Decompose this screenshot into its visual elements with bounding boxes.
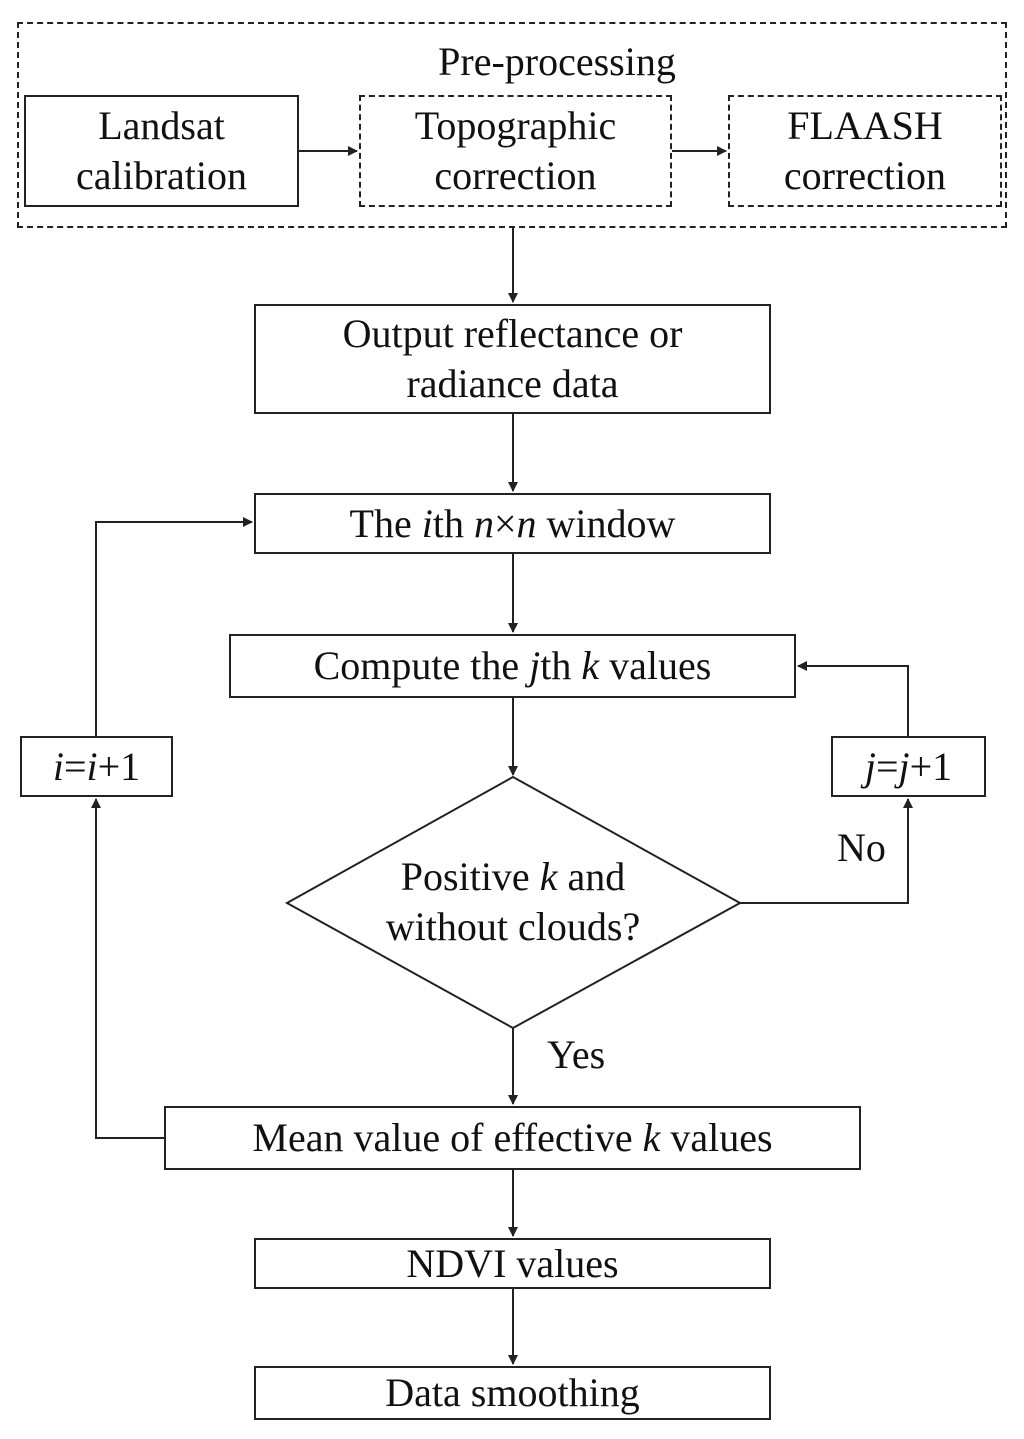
landsat-line-1: Landsat — [98, 103, 225, 148]
landsat-calibration-box: Landsat calibration — [24, 95, 299, 207]
increment-j-box: j=j+1 — [831, 736, 986, 797]
data-smoothing-box: Data smoothing — [254, 1366, 771, 1420]
landsat-line-2: calibration — [75, 153, 248, 198]
compute-label: Compute the jth k values — [313, 643, 712, 688]
yes-branch-label: Yes — [547, 1032, 606, 1077]
mean-label: Mean value of effective k values — [252, 1115, 773, 1160]
decision-text: Positive k and without clouds? — [313, 852, 713, 952]
arrow-decision-no-to-increment-j — [740, 798, 913, 904]
smoothing-label: Data smoothing — [385, 1370, 640, 1415]
increment-j-label: j=j+1 — [864, 743, 953, 789]
output-data-box: Output reflectance or radiance data — [254, 304, 771, 414]
decision-line-2: without clouds? — [385, 904, 641, 949]
ndvi-values-box: NDVI values — [254, 1238, 771, 1289]
preprocessing-title: Pre-processing — [438, 39, 676, 84]
arrow-mean-to-increment-i — [91, 798, 164, 1139]
topographic-line-1: Topographic — [414, 103, 617, 148]
no-branch-label: No — [837, 825, 886, 870]
topographic-line-2: correction — [434, 153, 597, 198]
ndvi-label: NDVI values — [406, 1240, 619, 1286]
compute-box: Compute the jth k values — [229, 634, 796, 698]
increment-i-label: i=i+1 — [52, 743, 141, 789]
flaash-correction-box: FLAASH correction — [728, 95, 1002, 207]
output-line-2: radiance data — [406, 361, 619, 406]
topographic-correction-box: Topographic correction — [359, 95, 672, 207]
output-line-1: Output reflectance or — [342, 311, 683, 356]
window-box: The ith n×n window — [254, 493, 771, 554]
mean-value-box: Mean value of effective k values — [164, 1106, 861, 1170]
preprocessing-group — [17, 22, 1007, 228]
window-label: The ith n×n window — [349, 500, 676, 546]
increment-i-box: i=i+1 — [20, 736, 173, 797]
arrow-increment-j-to-compute — [797, 661, 909, 736]
flaash-line-1: FLAASH — [787, 103, 943, 148]
decision-line-1: Positive k and — [400, 854, 626, 899]
arrow-increment-i-to-window — [95, 517, 253, 736]
flaash-line-2: correction — [783, 153, 947, 198]
